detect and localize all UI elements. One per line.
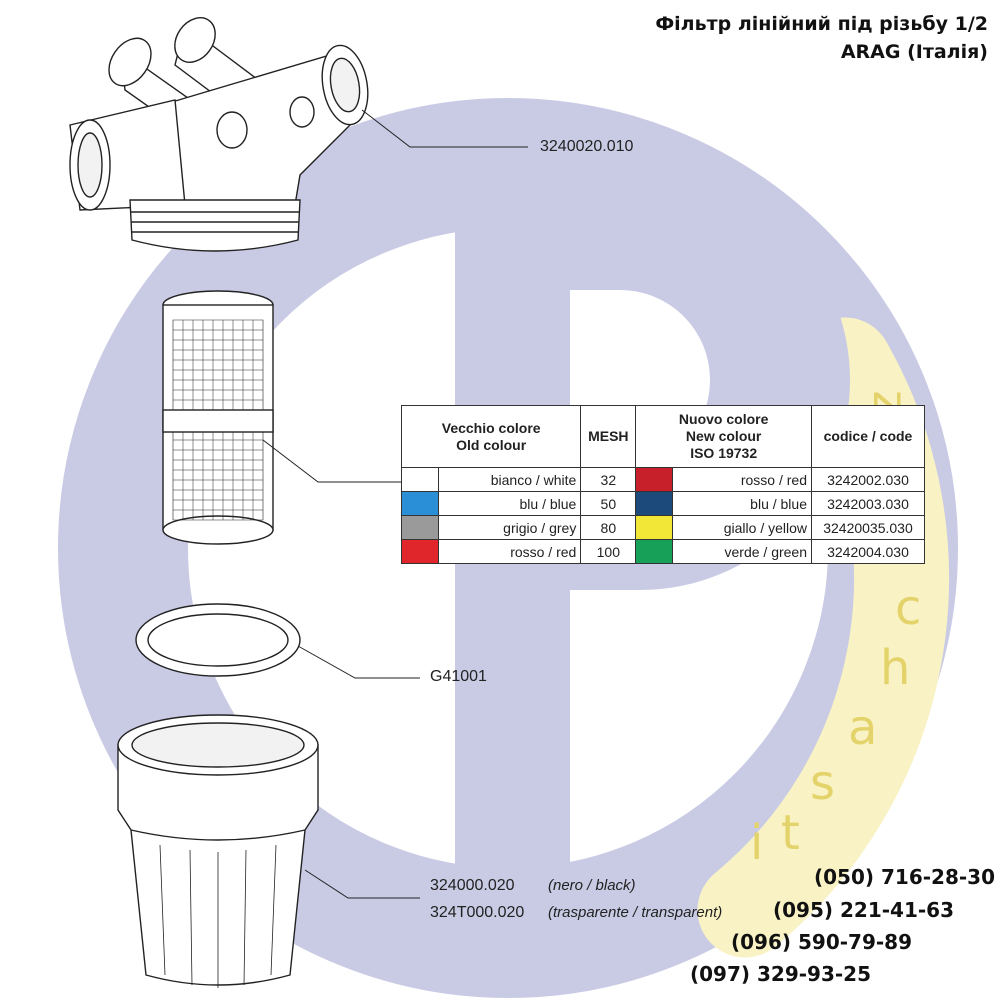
title-line-1: Фільтр лінійний під різьбу 1/2	[655, 13, 988, 35]
watermark-letter: a	[848, 700, 878, 756]
page-title: Фільтр лінійний під різьбу 1/2 ARAG (Іта…	[655, 10, 988, 66]
table-row: bianco / white 32 rosso / red 3242002.03…	[401, 467, 925, 492]
product-code: 32420035.030	[811, 515, 925, 540]
old-colour-swatch	[401, 491, 439, 516]
gasket-ring	[135, 603, 301, 677]
new-colour-swatch	[635, 539, 674, 564]
part-number-bowl-black: 324000.020	[430, 877, 515, 894]
filter-bowl	[117, 714, 319, 988]
bowl-black-note: (nero / black)	[548, 877, 636, 894]
product-code: 3242002.030	[811, 467, 925, 492]
part-number-body: 3240020.010	[540, 138, 634, 155]
table-row: blu / blue 50 blu / blue 3242003.030	[401, 491, 925, 516]
table-row: grigio / grey 80 giallo / yellow 3242003…	[401, 515, 925, 540]
watermark-letter: c	[895, 580, 922, 636]
mesh-value: 100	[580, 539, 637, 564]
new-colour-label: giallo / yellow	[672, 515, 812, 540]
new-colour-label: rosso / red	[672, 467, 812, 492]
watermark-letter: i	[750, 815, 764, 871]
old-colour-swatch	[401, 539, 439, 564]
new-colour-label: blu / blue	[672, 491, 812, 516]
mesh-cartridge	[162, 290, 274, 545]
phone-number: (095) 221-41-63	[773, 898, 955, 922]
table-row: rosso / red 100 verde / green 3242004.03…	[401, 539, 925, 564]
new-colour-label: verde / green	[672, 539, 812, 564]
title-line-2: ARAG (Італія)	[840, 41, 988, 63]
mesh-value: 32	[580, 467, 637, 492]
watermark-letter: t	[781, 805, 800, 861]
old-colour-label: blu / blue	[437, 491, 582, 516]
phone-number: (096) 590-79-89	[731, 930, 913, 954]
mesh-value: 80	[580, 515, 637, 540]
new-colour-swatch	[635, 467, 674, 492]
mesh-value: 50	[580, 491, 637, 516]
header-mesh: MESH	[580, 405, 637, 468]
bowl-transparent-note: (trasparente / transparent)	[548, 904, 723, 921]
part-number-gasket: G41001	[430, 668, 487, 685]
old-colour-swatch	[401, 467, 439, 492]
product-code: 3242003.030	[811, 491, 925, 516]
product-code: 3242004.030	[811, 539, 925, 564]
old-colour-label: rosso / red	[437, 539, 582, 564]
phone-number: (050) 716-28-30	[814, 865, 996, 889]
watermark-letter: h	[880, 640, 911, 696]
new-colour-swatch	[635, 491, 674, 516]
header-code: codice / code	[811, 405, 925, 468]
old-colour-label: grigio / grey	[437, 515, 582, 540]
phone-number: (097) 329-93-25	[690, 962, 872, 986]
old-colour-swatch	[401, 515, 439, 540]
old-colour-label: bianco / white	[437, 467, 582, 492]
filter-head	[69, 17, 369, 252]
new-colour-swatch	[635, 515, 674, 540]
leader-lines	[262, 109, 528, 899]
watermark-letter: s	[810, 755, 836, 811]
part-number-bowl-transparent: 324T000.020	[430, 904, 525, 921]
